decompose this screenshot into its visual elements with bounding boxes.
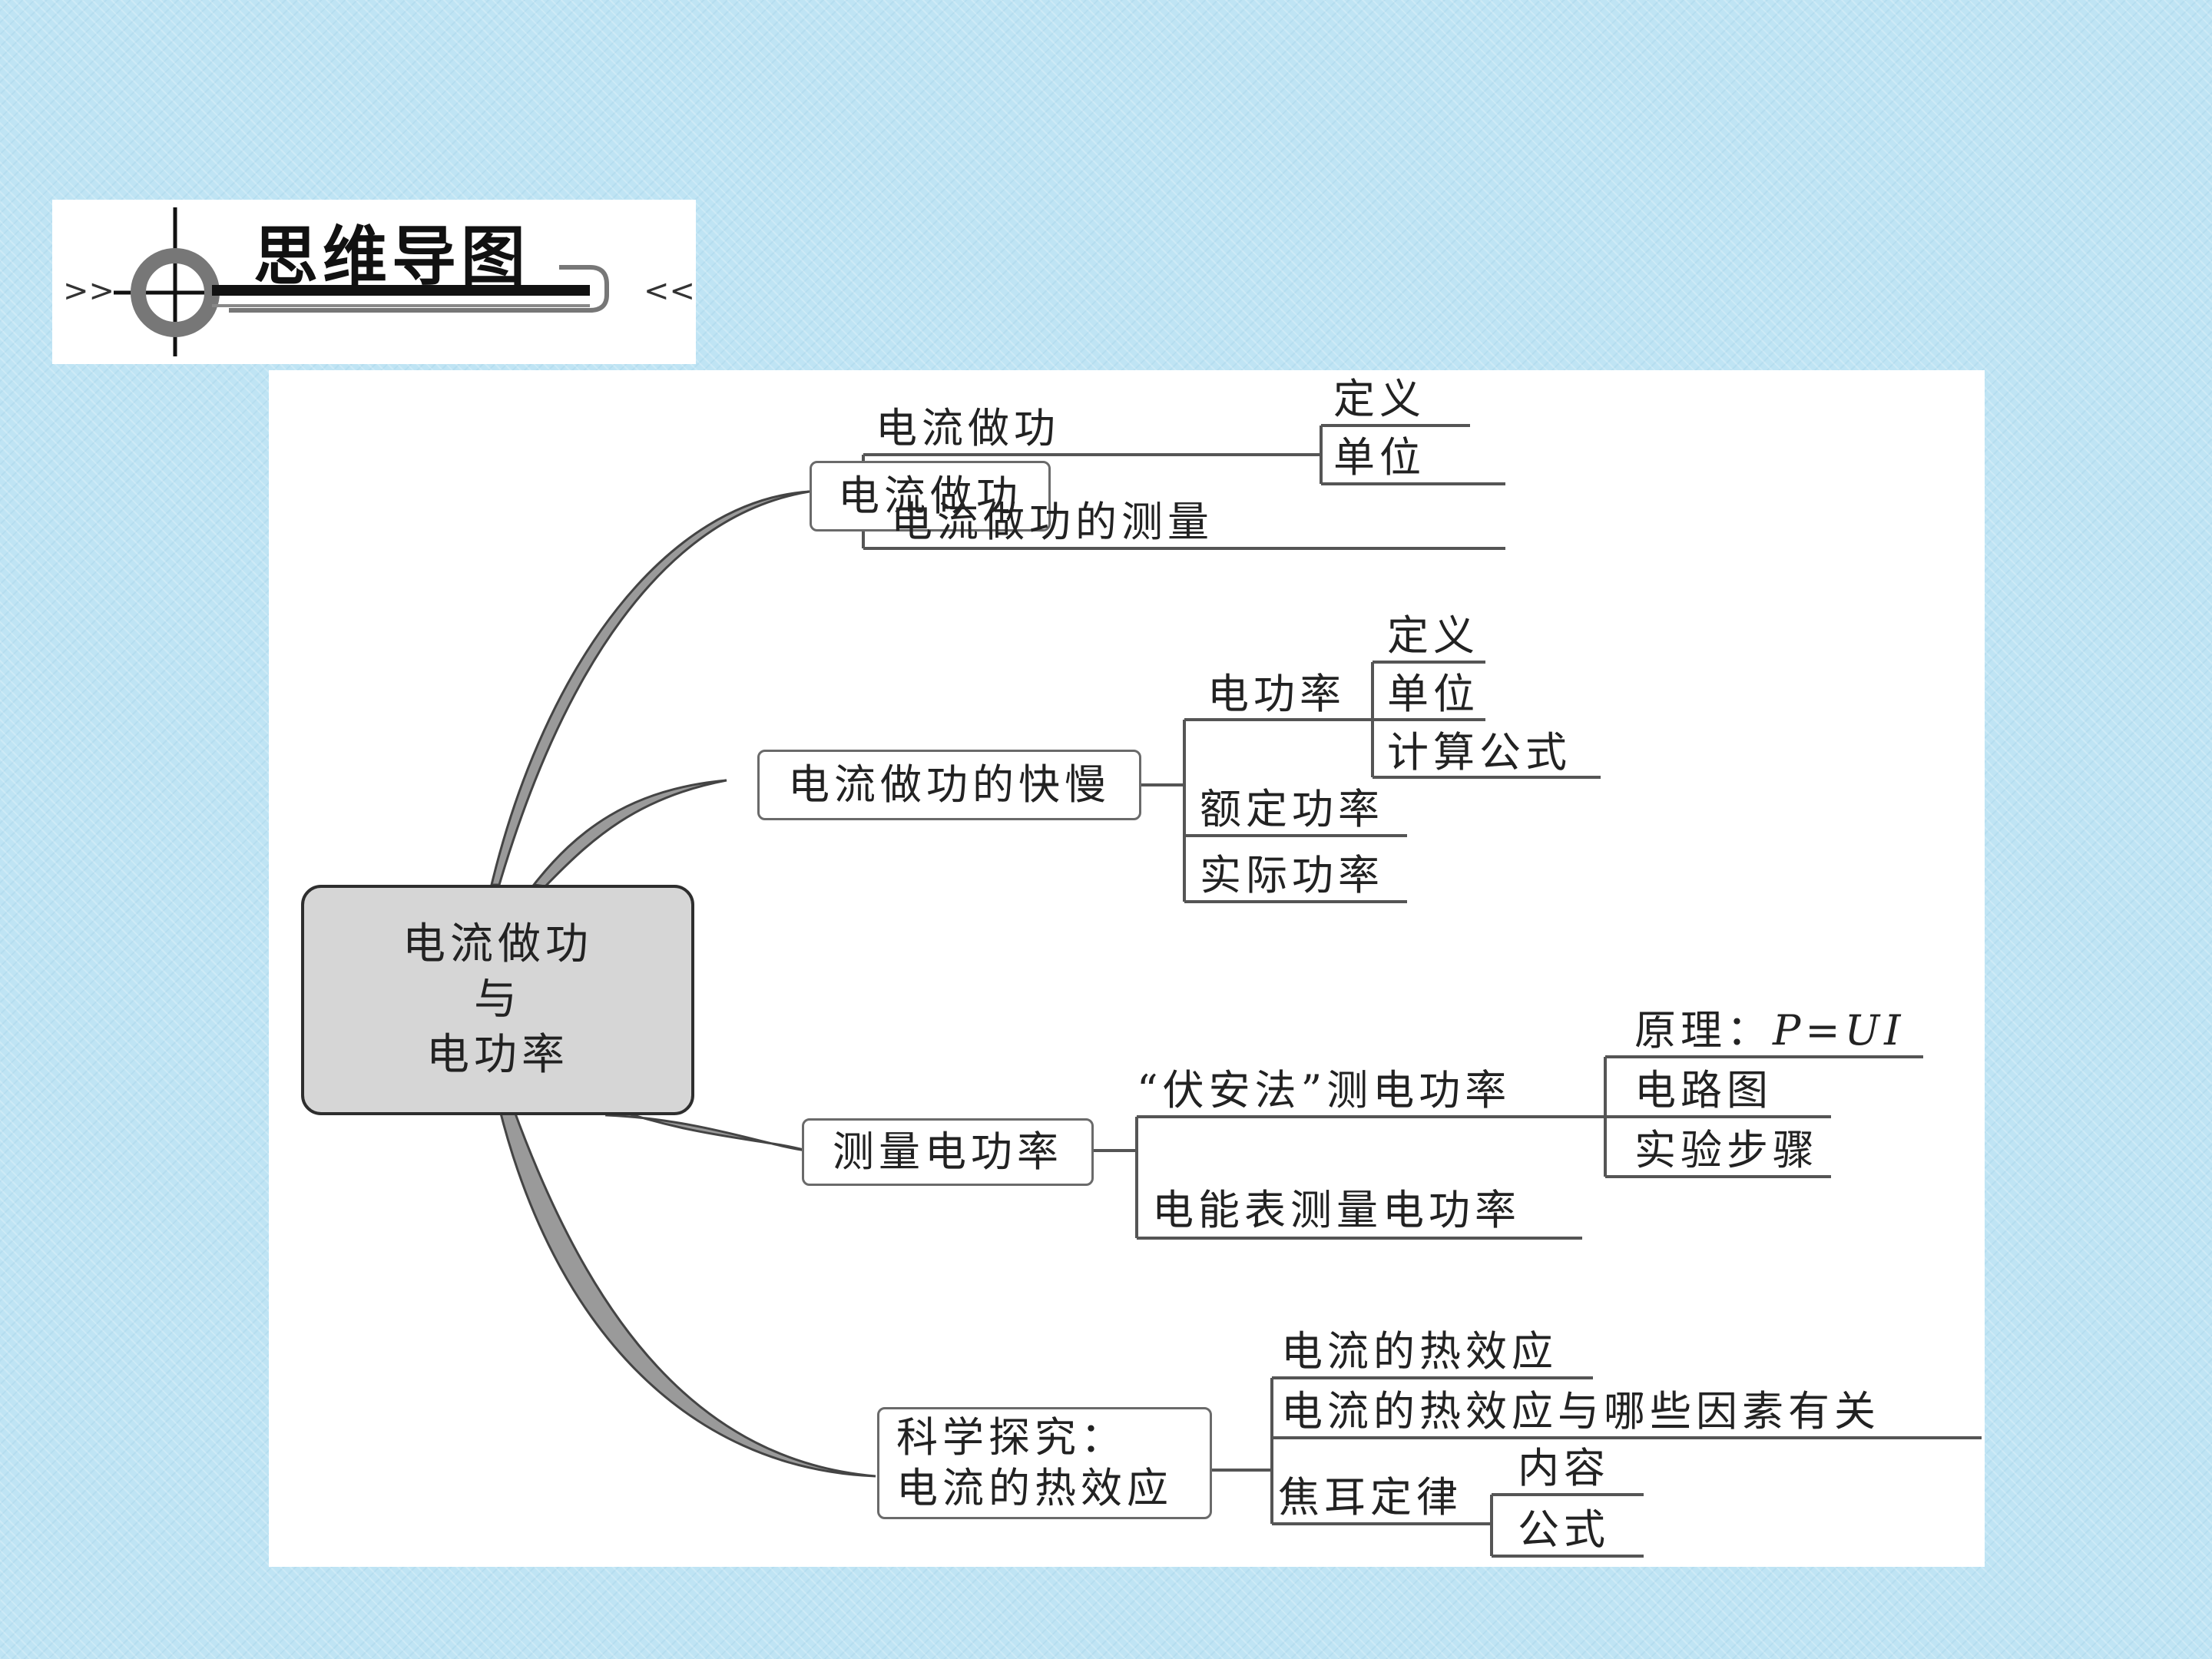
branch1-sub1-item-definition: 定义 bbox=[1333, 375, 1426, 423]
principle-prefix: 原理： bbox=[1634, 1006, 1773, 1055]
branch1-sub1-item-unit: 单位 bbox=[1333, 433, 1426, 482]
page-title: 思维导图 bbox=[253, 219, 531, 294]
branch2-node: 电流做功的快慢 bbox=[757, 750, 1141, 820]
branch2-sub1-item-formula: 计算公式 bbox=[1387, 728, 1571, 777]
branch3-sub1-principle: 原理：P=UI bbox=[1634, 1006, 1905, 1055]
branch4-label-line2: 电流的热效应 bbox=[896, 1464, 1173, 1512]
branch4-connector bbox=[498, 1106, 876, 1478]
branch2-connector bbox=[531, 779, 727, 888]
branch3-node: 测量电功率 bbox=[802, 1118, 1094, 1186]
header-banner: >> << 思维导图 bbox=[52, 200, 696, 364]
branch4-sub3-item-content: 内容 bbox=[1518, 1444, 1610, 1492]
branch2-sub1-item-unit: 单位 bbox=[1387, 670, 1479, 718]
header-right-marks: << bbox=[644, 273, 695, 309]
branch3-sub1: “伏安法”测电功率 bbox=[1137, 1066, 1512, 1114]
header-left-marks: >> bbox=[63, 273, 114, 309]
branch2-sub2: 额定功率 bbox=[1200, 785, 1384, 833]
branch4-node: 科学探究： 电流的热效应 bbox=[877, 1407, 1212, 1519]
mind-map-connectors bbox=[490, 424, 1982, 1558]
branch4-sub3: 焦耳定律 bbox=[1278, 1473, 1462, 1522]
center-line2: 与 bbox=[474, 975, 522, 1025]
center-line1: 电流做功 bbox=[402, 919, 593, 969]
branch2-sub1: 电功率 bbox=[1207, 670, 1346, 718]
branch4-sub3-item-formula: 公式 bbox=[1518, 1505, 1610, 1554]
branch4-sub2: 电流的热效应与哪些因素有关 bbox=[1281, 1387, 1880, 1435]
branch1-sub2: 电流做功的测量 bbox=[891, 498, 1214, 546]
branch2-sub3: 实际功率 bbox=[1200, 851, 1384, 899]
branch2-sub1-item-definition: 定义 bbox=[1387, 611, 1479, 660]
branch3-sub2: 电能表测量电功率 bbox=[1152, 1186, 1521, 1234]
principle-formula: P=UI bbox=[1773, 1006, 1906, 1055]
header-decoration: >> << bbox=[63, 207, 695, 356]
branch4-sub1: 电流的热效应 bbox=[1281, 1327, 1558, 1376]
mind-map: 电流做功 与 电功率 电流做功 电流做功 定义 单位 电流做功的测量 电流做功的… bbox=[269, 370, 1985, 1567]
center-node: 电流做功 与 电功率 bbox=[301, 885, 694, 1115]
center-line3: 电功率 bbox=[426, 1030, 569, 1080]
branch4-label-line1: 科学探究： bbox=[896, 1413, 1127, 1462]
branch1-sub1: 电流做功 bbox=[876, 404, 1060, 452]
branch1-node: 电流做功 bbox=[810, 461, 1051, 531]
branch3-sub1-steps: 实验步骤 bbox=[1634, 1126, 1819, 1174]
branch3-sub1-circuit: 电路图 bbox=[1634, 1066, 1773, 1114]
branch1-connector bbox=[490, 490, 810, 886]
